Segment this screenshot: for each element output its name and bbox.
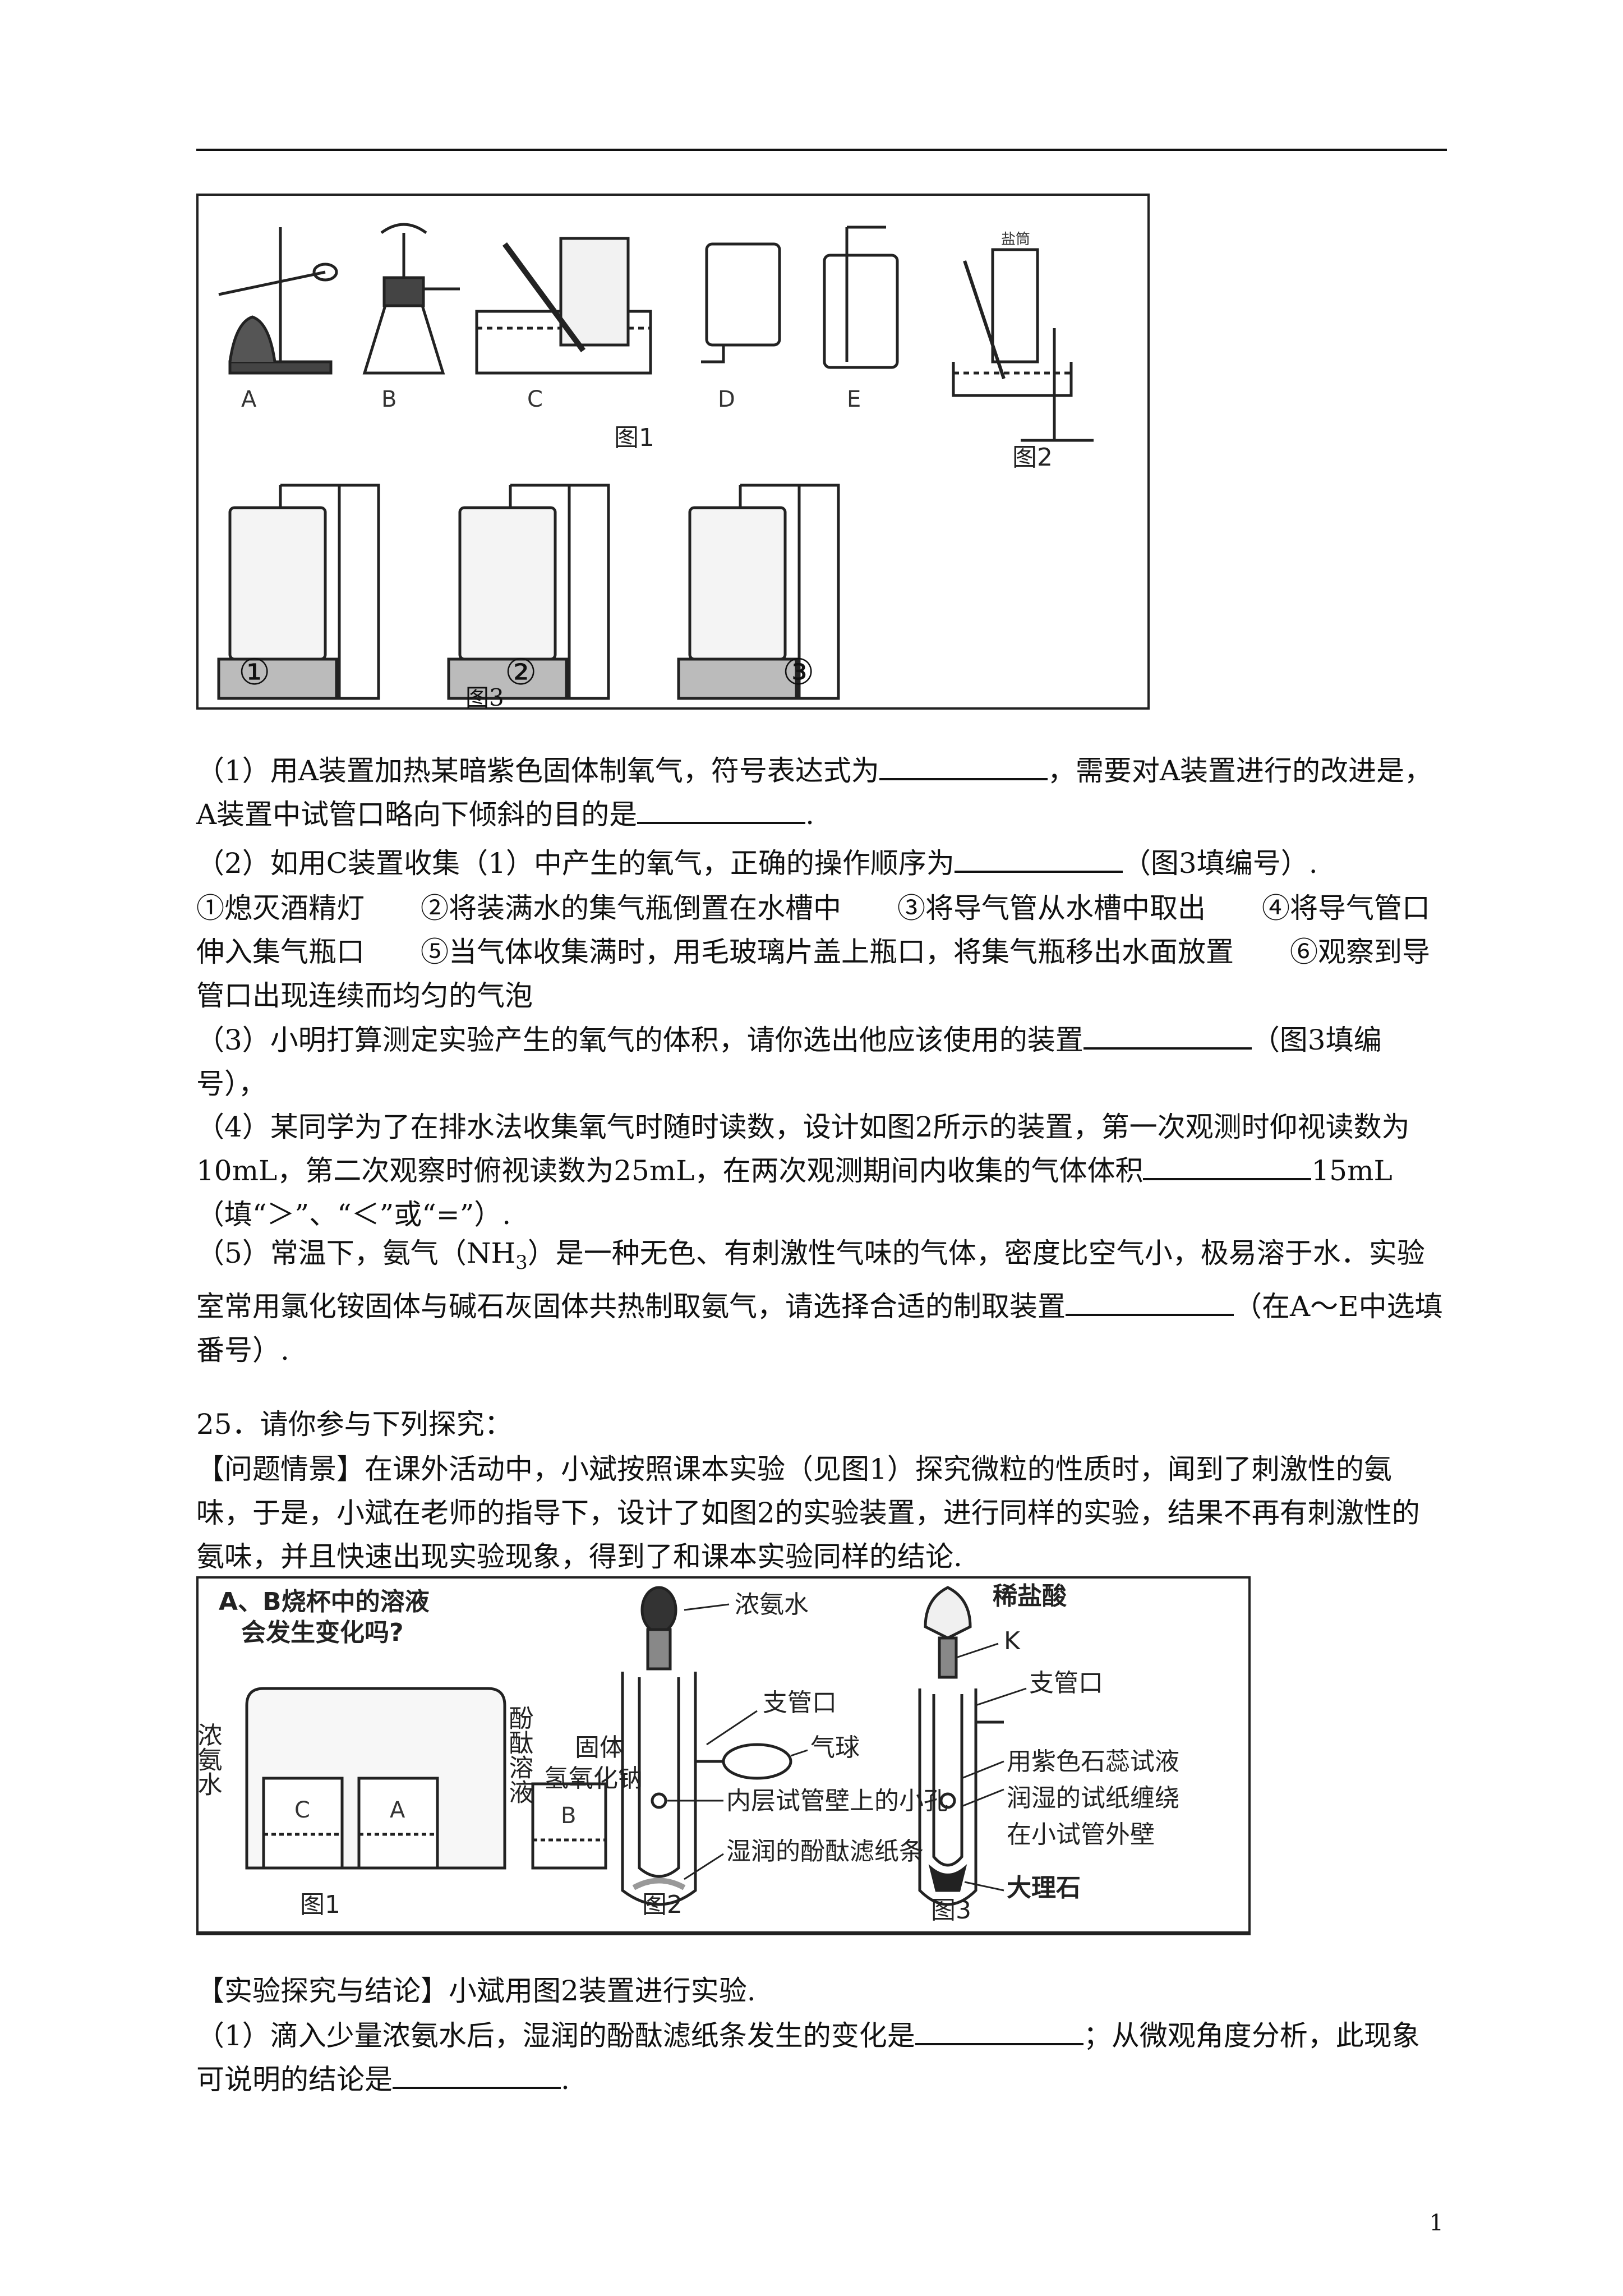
q24-part3: （3）小明打算测定实验产生的氧气的体积，请你选出他应该使用的装置（图3填编号）， [196, 1018, 1447, 1106]
answer-blank[interactable] [879, 749, 1048, 780]
fig2-label: 图2 [1012, 443, 1053, 472]
answer-blank[interactable] [954, 841, 1123, 873]
bottom-fig3-label: 图3 [931, 1896, 971, 1925]
answer-blank[interactable] [1143, 1149, 1312, 1180]
answer-blank[interactable] [915, 2014, 1083, 2045]
q25-scene: 【问题情景】在课外活动中，小斌按照课本实验（见图1）探究微粒的性质时，闻到了刺激… [196, 1453, 1420, 1573]
f2-ammonia-label: 浓氨水 [735, 1590, 809, 1619]
f2-solid-label-2: 氢氧化钠 [544, 1764, 643, 1793]
q25-explore: 【实验探究与结论】小斌用图2装置进行实验. [196, 1975, 756, 2007]
label-a: A [241, 386, 257, 412]
f2-hole-label: 内层试管壁上的小孔 [726, 1787, 948, 1815]
f3-acid-label: 稀盐酸 [993, 1582, 1067, 1611]
q25-title: 25．请你参与下列探究： [196, 1408, 513, 1441]
answer-blank[interactable] [1066, 1285, 1234, 1316]
f2-paper-label: 湿润的酚酞滤纸条 [726, 1837, 924, 1866]
bottom-fig1-label: 图1 [300, 1890, 340, 1919]
f3-branch-label: 支管口 [1029, 1669, 1103, 1697]
page-number: 1 [1429, 2210, 1444, 2236]
f3-litmus-line1: 用紫色石蕊试液 [1007, 1747, 1179, 1776]
answer-blank[interactable] [393, 2058, 561, 2089]
label-d: D [718, 386, 735, 412]
q24-part4: （4）某同学为了在排水法收集氧气时随时读数，设计如图2所示的装置，第一次观测时仰… [196, 1111, 1410, 1231]
beaker-b: B [561, 1803, 576, 1829]
f3-litmus-line3: 在小试管外壁 [1007, 1820, 1155, 1849]
question-line2: 会发生变化吗? [241, 1618, 404, 1647]
f3-k-label: K [1004, 1627, 1021, 1655]
fig1-label: 图1 [614, 424, 654, 452]
answer-blank[interactable] [637, 793, 806, 824]
circled-1: ① [238, 652, 271, 693]
question-line1: A、B烧杯中的溶液 [219, 1588, 430, 1616]
header-rule [196, 149, 1447, 151]
left-vertical-label: 浓氨水 [196, 1722, 222, 1796]
f3-marble-label: 大理石 [1007, 1874, 1081, 1902]
label-b: B [381, 386, 396, 412]
q24-part5: （5）常温下，氨气（NH3）是一种无色、有刺激性气味的气体，密度比空气小，极易溶… [196, 1237, 1443, 1366]
q24-part1: （1）用A装置加热某暗紫色固体制氧气，符号表达式为，需要对A装置进行的改进是，A… [196, 749, 1447, 836]
fig3-label: 图3 [465, 684, 504, 711]
circled-3: ③ [782, 652, 815, 693]
fig2-tag: 盐筒 [1001, 231, 1030, 248]
q24-part2-items: ①熄灭酒精灯 ②将装满水的集气瓶倒置在水槽中 ③将导气管从水槽中取出 ④将导气管… [196, 892, 1430, 1012]
beaker-a: A [390, 1797, 405, 1823]
f3-litmus-line2: 润湿的试纸缠绕 [1007, 1784, 1179, 1812]
right-vertical-label: 酚酞溶液 [505, 1705, 533, 1804]
bottom-fig2-label: 图2 [642, 1890, 683, 1919]
label-c: C [527, 386, 543, 412]
beaker-c: C [294, 1797, 310, 1823]
apparatus-figure: A B C D E 图1 盐筒 图2 [196, 194, 1150, 710]
q24-part2: （2）如用C装置收集（1）中产生的氧气，正确的操作顺序为（图3填编号）. [196, 841, 1447, 885]
f2-balloon-label: 气球 [810, 1733, 860, 1762]
ammonia-experiment-figure: A、B烧杯中的溶液 会发生变化吗? 浓氨水 酚酞溶液 C A B 图1 浓氨水 … [196, 1576, 1251, 1935]
f2-solid-label-1: 固体 [575, 1733, 624, 1762]
circled-2: ② [505, 652, 537, 693]
label-e: E [847, 386, 861, 412]
q25-part1: （1）滴入少量浓氨水后，湿润的酚酞滤纸条发生的变化是；从微观角度分析，此现象可说… [196, 2014, 1447, 2101]
f2-branch-label: 支管口 [763, 1688, 837, 1717]
answer-blank[interactable] [1083, 1018, 1252, 1050]
